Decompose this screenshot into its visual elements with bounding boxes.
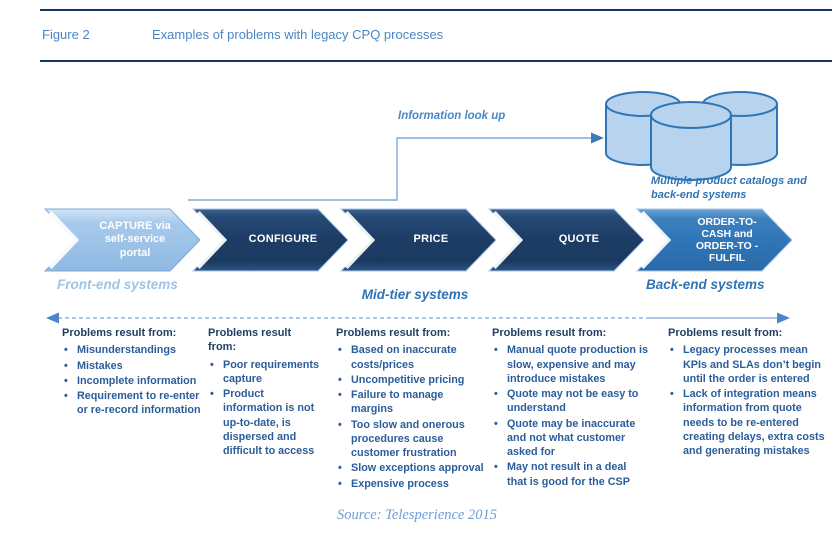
span-arrowhead-left-icon (46, 312, 59, 324)
problem-item: Quote may not be easy to understand (492, 387, 648, 416)
problems-header: Problems result from: (62, 327, 177, 339)
step-price-line1: PRICE (413, 233, 449, 246)
catalog-caption-line1: Multiple product catalogs and (651, 175, 807, 187)
problems-list: Based on inaccurate costs/prices Uncompe… (336, 343, 488, 491)
database-cylinder-front-top (650, 101, 732, 129)
step-order-line2: CASH and (701, 227, 753, 240)
problem-item: Legacy processes mean KPIs and SLAs don’… (668, 343, 832, 386)
problems-list: Manual quote production is slow, expensi… (492, 343, 648, 489)
step-order-line3: ORDER-TO - (695, 240, 759, 252)
step-label-quote: QUOTE (517, 209, 641, 271)
capture-chevron-highlight (48, 210, 80, 270)
step-order-line4: FULFIL (708, 252, 746, 265)
step-label-price: PRICE (369, 209, 493, 271)
quote-chevron-highlight (492, 210, 524, 270)
problem-item: Expensive process (336, 477, 488, 492)
figure-title: Examples of problems with legacy CPQ pro… (152, 27, 444, 42)
problems-header: Problems result from: (336, 327, 451, 339)
catalog-caption-line2: back-end systems (651, 189, 747, 202)
step-capture-line2: self-service (104, 233, 166, 246)
problems-column-quote: Problems result from: Manual quote produ… (492, 326, 648, 490)
problem-item: Quote may be inaccurate and not what cus… (492, 417, 648, 460)
source-attribution: Source: Telesperience 2015 (337, 507, 497, 523)
tier-label-front-end: Front-end systems (57, 277, 178, 292)
problems-column-price: Problems result from: Based on inaccurat… (336, 326, 488, 492)
configure-chevron-highlight (196, 210, 228, 270)
problems-header: Problems result from: (208, 327, 292, 354)
top-rule (40, 9, 832, 11)
step-label-configure: CONFIGURE (221, 209, 345, 271)
figure-label: Figure 2 (42, 27, 90, 42)
step-order-line1: ORDER-TO- (697, 215, 757, 228)
problem-item: Incomplete information (62, 374, 210, 389)
catalog-caption: Multiple product catalogs and back-end s… (651, 174, 807, 203)
problems-list: Legacy processes mean KPIs and SLAs don’… (668, 343, 832, 458)
problems-header: Problems result from: (668, 327, 783, 339)
problems-list: Misunderstandings Mistakes Incomplete in… (62, 343, 210, 417)
problem-item: Slow exceptions approval (336, 461, 488, 476)
problems-header: Problems result from: (492, 327, 607, 339)
problem-item: Requirement to re-enter or re-record inf… (62, 389, 210, 418)
step-quote-line1: QUOTE (558, 233, 600, 246)
step-label-order: ORDER-TO- CASH and ORDER-TO - FULFIL (665, 209, 789, 271)
header-divider-rule (40, 60, 832, 62)
problems-column-configure: Problems result from: Poor requirements … (208, 326, 322, 459)
problems-list: Poor requirements capture Product inform… (208, 358, 322, 459)
order-chevron-highlight (640, 210, 672, 270)
process-chevrons (43, 208, 793, 272)
information-lookup-connector (188, 132, 604, 201)
problem-item: May not result in a deal that is good fo… (492, 460, 648, 489)
problems-column-order: Problems result from: Legacy processes m… (668, 326, 832, 459)
step-configure-line1: CONFIGURE (248, 233, 318, 246)
problem-item: Based on inaccurate costs/prices (336, 343, 488, 372)
tier-label-mid-tier: Mid-tier systems (361, 287, 469, 302)
problem-item: Lack of integration means information fr… (668, 387, 832, 458)
problem-item: Uncompetitive pricing (336, 373, 488, 388)
problem-item: Failure to manage margins (336, 388, 488, 417)
database-cylinder-front (650, 115, 732, 181)
problem-item: Too slow and onerous procedures cause cu… (336, 418, 488, 461)
problem-item: Manual quote production is slow, expensi… (492, 343, 648, 386)
price-chevron-highlight (344, 210, 376, 270)
step-capture-line1: CAPTURE via (99, 220, 171, 233)
step-capture-line3: portal (119, 246, 151, 259)
problem-item: Product information is not up-to-date, i… (208, 387, 322, 458)
tier-label-back-end: Back-end systems (646, 277, 765, 292)
problem-item: Poor requirements capture (208, 358, 322, 387)
problems-span-arrow (46, 312, 790, 324)
information-lookup-label: Information look up (398, 110, 506, 122)
problems-column-capture: Problems result from: Misunderstandings … (62, 326, 210, 419)
product-catalog-databases-icon (605, 91, 778, 181)
problem-item: Mistakes (62, 359, 210, 374)
connector-arrowhead-icon (591, 132, 604, 144)
step-label-capture: CAPTURE via self-service portal (73, 209, 197, 271)
problem-item: Misunderstandings (62, 343, 210, 358)
span-arrowhead-right-icon (777, 312, 790, 324)
